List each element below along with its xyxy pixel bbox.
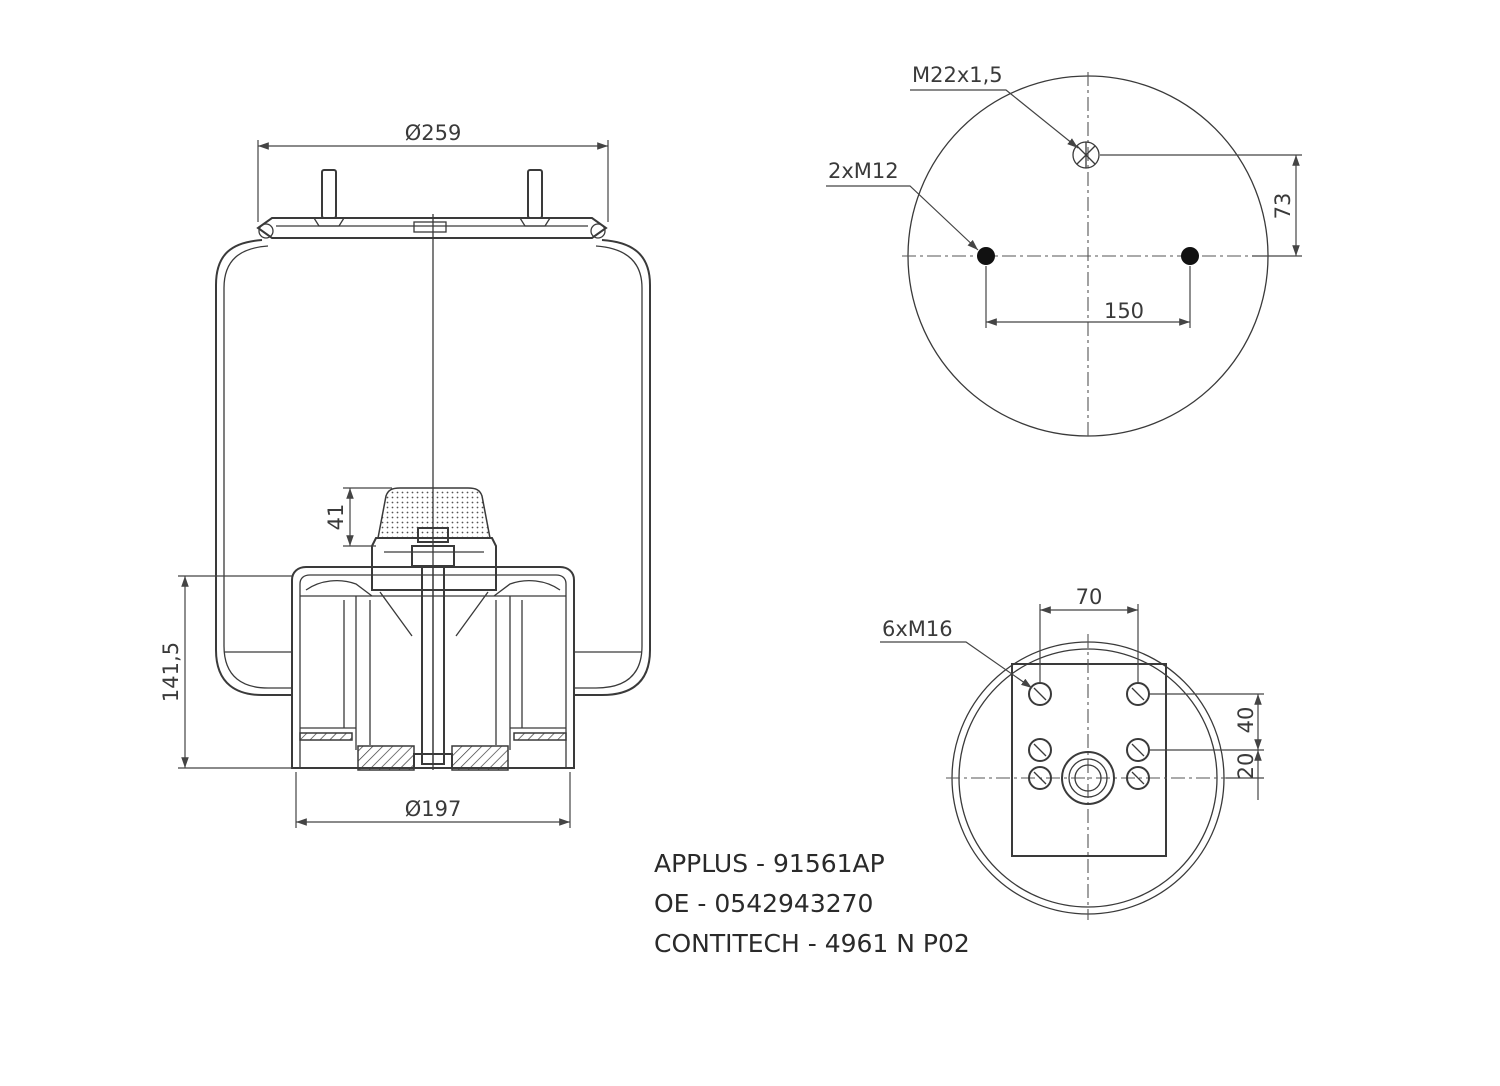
reference-contitech: CONTITECH - 4961 N P02 [654,929,970,958]
label-bottom-bolts: 6xM16 [882,617,953,641]
dim-cap-height: 41 [324,504,348,531]
dim-piston-height: 141,5 [159,642,183,702]
bolt-holes [1028,682,1150,790]
dim-top-diameter: Ø259 [405,121,462,145]
reference-applus: APPLUS - 91561AP [654,849,885,878]
side-view: Ø259 Ø197 141,5 41 [159,121,651,828]
bump-stop [377,487,491,539]
top-stud-left [312,169,346,227]
top-view: M22x1,5 2xM12 150 73 [826,63,1302,440]
top-plate [256,217,608,239]
dim-bolt-spacing-y1: 40 [1234,707,1258,734]
base-plate-section [357,745,415,771]
piston [291,566,575,769]
stud-hole-right [1181,247,1199,265]
base-plate [1011,663,1167,857]
dim-bottom-diameter: Ø197 [405,797,462,821]
reference-oe: OE - 0542943270 [654,889,873,918]
center-boss [1061,751,1115,805]
dim-bolt-spacing-y2: 20 [1234,753,1258,780]
stud-hole-left [977,247,995,265]
dim-bolt-spacing-x: 70 [1076,585,1103,609]
dim-stud-spacing: 150 [1104,299,1144,323]
label-air-port-thread: M22x1,5 [912,63,1003,87]
rubber-bellows [215,239,292,696]
top-stud-right [518,169,552,227]
dim-port-offset: 73 [1271,193,1295,220]
part-references: APPLUS - 91561AP OE - 0542943270 CONTITE… [654,849,970,958]
air-port [1072,141,1100,169]
label-top-studs: 2xM12 [828,159,899,183]
bottom-view: 6xM16 70 40 20 [880,585,1264,920]
